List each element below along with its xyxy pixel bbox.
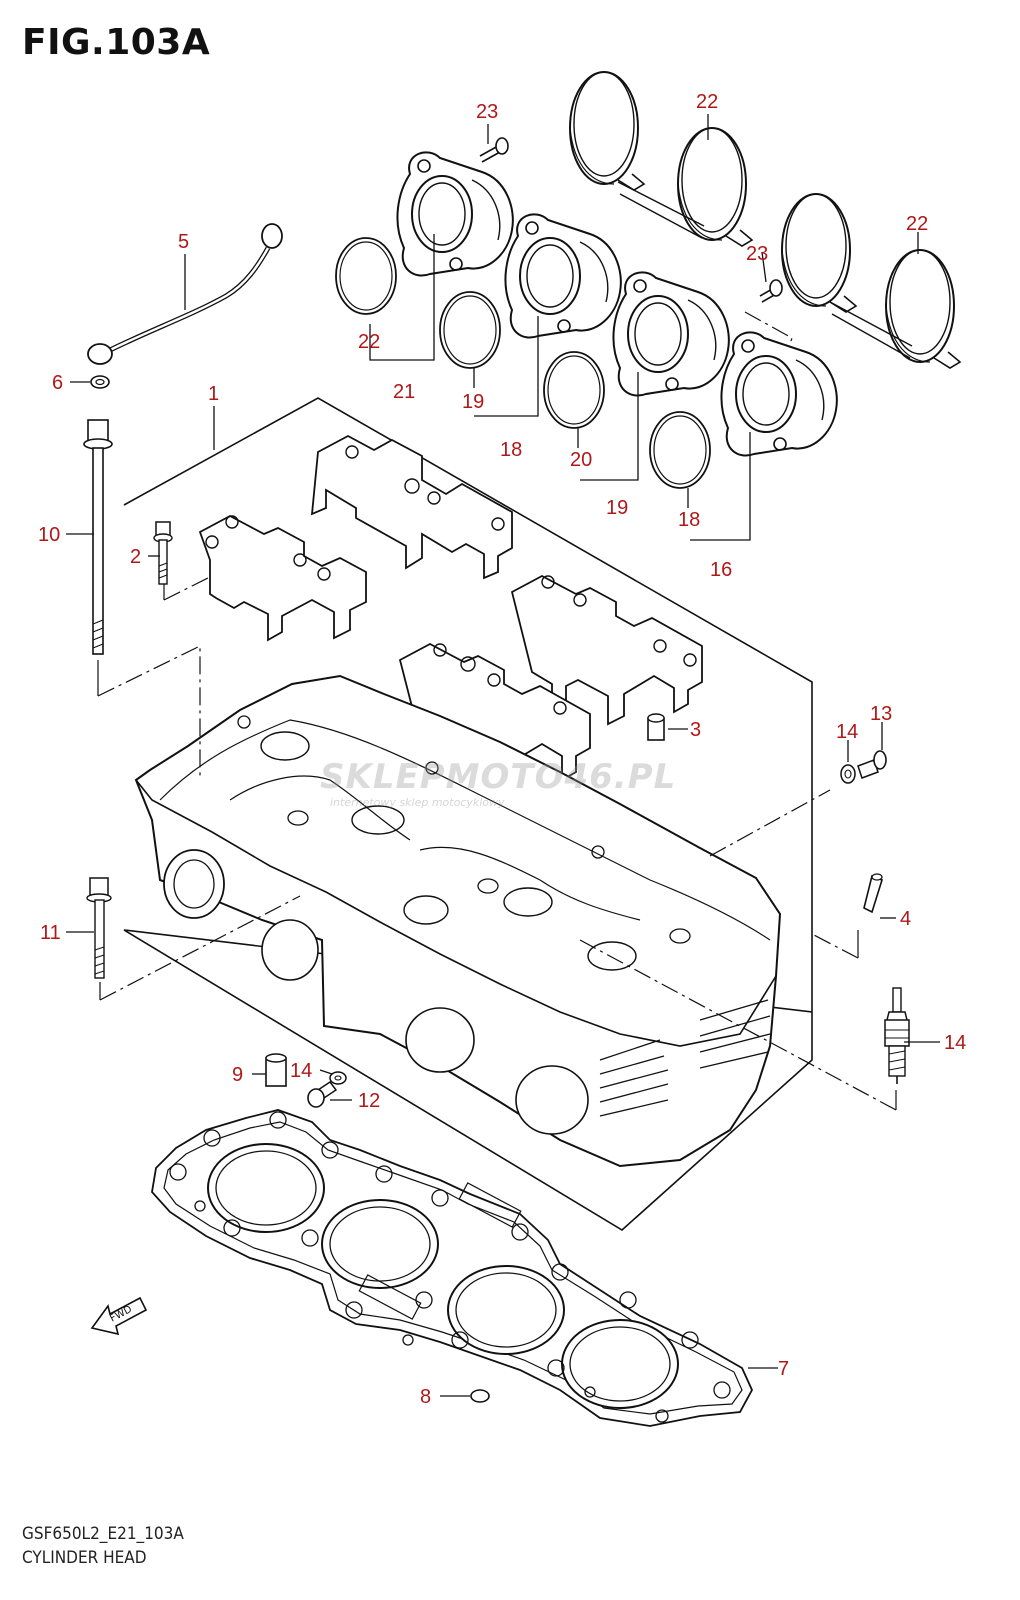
callout-3: 3	[690, 719, 701, 741]
o-ring-21	[335, 237, 397, 315]
watermark-subtext: internetowy sklep motocyklowy	[330, 796, 505, 809]
gasket-14a	[840, 764, 856, 784]
callout-5: 5	[178, 231, 189, 253]
callout-22a: 22	[696, 91, 718, 113]
figure-name: CYLINDER HEAD	[22, 1548, 147, 1568]
washer	[90, 375, 110, 389]
callout-23b: 23	[746, 243, 768, 265]
cylinder-head	[134, 674, 782, 1168]
callout-21: 22	[358, 331, 380, 353]
intake-pipe-18a	[504, 213, 622, 339]
callout-10: 10	[38, 524, 60, 546]
clamp-22-pair-right	[781, 193, 961, 369]
alignment-lines	[97, 311, 897, 1111]
intake-pipe-20	[396, 151, 514, 277]
callout-12: 12	[358, 1090, 380, 1112]
callout-8: 8	[420, 1386, 431, 1408]
callout-4: 4	[900, 908, 911, 930]
fwd-arrow-icon: FWD	[90, 1296, 148, 1336]
camshaft-cap-front-right	[310, 434, 513, 580]
plug-13	[857, 750, 887, 779]
callout-labels: 23 22 23 22 5 22 6 21 1 19 18 20 19 18 1…	[38, 91, 966, 1408]
bolt-12	[307, 1080, 338, 1108]
callout-9: 9	[232, 1064, 243, 1086]
o-ring-17	[649, 411, 711, 489]
pin-4	[863, 873, 883, 914]
o-ring-8	[470, 1389, 490, 1403]
callout-6: 6	[52, 372, 63, 394]
callout-14b-label: 14	[290, 1060, 312, 1082]
camshaft-cap-front-left	[198, 514, 367, 642]
callout-15: 14	[944, 1032, 966, 1054]
clamp-22-pair-left	[569, 71, 753, 247]
o-ring-19a	[439, 291, 501, 369]
gasket-14b	[329, 1071, 347, 1085]
bolt-11	[86, 877, 112, 979]
leader-lines	[66, 114, 940, 1397]
screw-23b	[759, 279, 783, 303]
oil-pipe	[87, 223, 283, 365]
bolt-2	[153, 521, 173, 585]
head-bolt-10	[83, 419, 113, 655]
figure-title: FIG.103A	[22, 22, 211, 63]
callout-22b-label: 22	[906, 213, 928, 235]
cylinder-head-gasket	[151, 1109, 754, 1427]
callout-17: 18	[678, 509, 700, 531]
watermark: SKLEPMOTO46.PL internetowy sklep motocyk…	[320, 757, 676, 809]
callout-2: 2	[130, 546, 141, 568]
callout-7: 7	[778, 1358, 789, 1380]
o-ring-19b	[543, 351, 605, 429]
callout-18a: 18	[500, 439, 522, 461]
callout-13: 13	[870, 703, 892, 725]
alignment-ticks	[97, 584, 897, 1110]
dowel-pin-3	[647, 713, 665, 741]
callout-14a: 14	[836, 721, 858, 743]
dowel-pin-9	[265, 1053, 287, 1087]
callout-1: 1	[208, 383, 219, 405]
watermark-text: SKLEPMOTO46.PL	[320, 757, 676, 797]
callout-11: 11	[40, 922, 61, 944]
callout-16: 16	[710, 559, 732, 581]
callout-19b: 20	[570, 449, 592, 471]
figure-code: GSF650L2_E21_103A	[22, 1524, 184, 1544]
callout-23a: 23	[476, 101, 498, 123]
intake-pipe-18b	[612, 271, 730, 397]
callout-20: 21	[393, 381, 415, 403]
intake-pipe-16	[720, 331, 838, 457]
spark-plug	[884, 987, 910, 1084]
callout-19a: 19	[462, 391, 484, 413]
callout-18b: 19	[606, 497, 628, 519]
screw-23a	[479, 137, 509, 163]
